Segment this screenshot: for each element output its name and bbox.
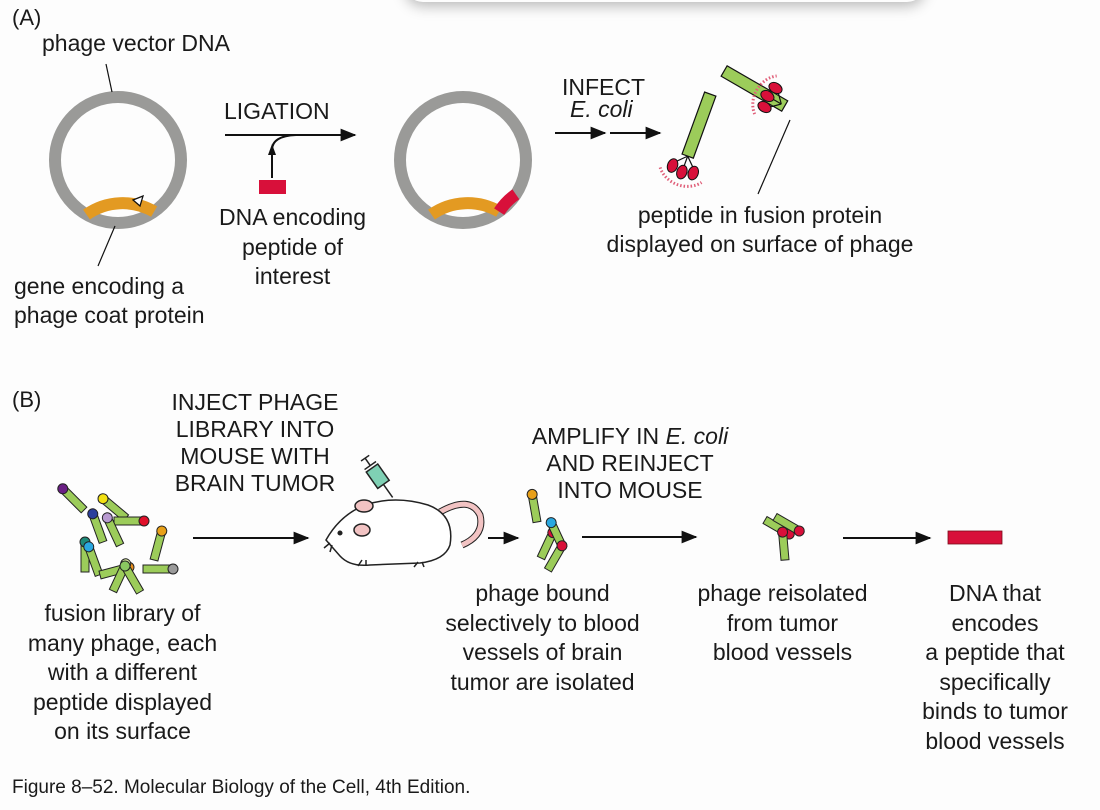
phage-head [97, 493, 109, 505]
figure-caption: Figure 8–52. Molecular Biology of the Ce… [12, 777, 471, 798]
amplify-label-1: AMPLIFY IN E. coli [531, 423, 729, 449]
tumor-binding-dna-block [947, 530, 1003, 545]
phage-head [101, 512, 113, 524]
cap-reiso-line: from tumor [726, 609, 839, 636]
cap-bound-line: vessels of brain [462, 639, 623, 665]
library-phage [57, 483, 88, 514]
cut-site-triangle-icon [131, 194, 145, 208]
coat-gene-segment [428, 197, 503, 220]
inject-label-3: MOUSE WITH [180, 443, 330, 469]
library-phage [87, 508, 108, 545]
insert-join-arrowhead [268, 144, 276, 155]
cap-lib-line: many phage, each [27, 629, 218, 656]
cap-dna-line: binds to tumor [922, 698, 1068, 724]
mouse-tumor-spot [353, 523, 371, 537]
syringe-icon [360, 454, 394, 498]
phage-head [57, 483, 69, 495]
amplify-label-2: AND REINJECT [546, 450, 714, 476]
phage-head [87, 508, 99, 520]
library-phage [97, 493, 130, 522]
mouse-whiskers [323, 542, 333, 553]
panel-a-label: (A) [12, 5, 42, 30]
mouse-with-tumor-illustration [323, 454, 485, 568]
cap-dna-line: blood vessels [925, 727, 1065, 754]
infect-label-2: E. coli [570, 96, 633, 122]
cap-reiso-line: phage reisolated [697, 580, 868, 606]
cap-reiso-line: blood vessels [712, 639, 853, 665]
bound-phage-cluster [526, 488, 568, 573]
cap-lib-line: on its surface [54, 718, 191, 744]
phage-head [83, 541, 95, 553]
display-phage-1 [658, 91, 717, 188]
insert-label-2: peptide of [241, 234, 344, 260]
phage-vector-plasmid [49, 91, 187, 229]
reisolated-phage-cluster [762, 512, 805, 561]
phage-head [526, 488, 538, 500]
bound-phage [543, 540, 568, 573]
coat-gene-label-1: gene encoding a [14, 273, 185, 299]
phage-head [777, 526, 789, 538]
phage-head [556, 540, 568, 552]
inject-label-4: BRAIN TUMOR [174, 470, 336, 496]
cap-dna-line: specifically [939, 668, 1051, 695]
cap-lib-line: fusion library of [44, 600, 201, 626]
library-phage [142, 563, 179, 575]
phage-head [156, 525, 168, 537]
cap-bound-line: phage bound [475, 580, 610, 606]
ligation-label: LIGATION [224, 98, 330, 124]
cap-lib-line: with a different [47, 659, 198, 685]
phage-head [167, 563, 179, 575]
infect-label-1: INFECT [562, 74, 646, 100]
insert-segment [494, 189, 520, 216]
bound-phage [526, 488, 542, 524]
phage-library-cluster [57, 483, 179, 595]
mouse-feet [357, 559, 425, 568]
insert-dna-block [259, 180, 286, 194]
mouse-eye [337, 530, 343, 536]
cap-dna-line: a peptide that [925, 639, 1065, 665]
cap-bound-line: tumor are isolated [450, 668, 635, 695]
insert-label-3: interest [254, 263, 331, 289]
phage-head [138, 515, 150, 527]
amplify-label-3: INTO MOUSE [557, 477, 703, 503]
coat-gene-label-2: phage coat protein [14, 302, 205, 328]
insert-label-1: DNA encoding [218, 204, 367, 230]
library-phage [149, 525, 168, 562]
phage-head [545, 517, 557, 529]
reisolated-phage [777, 526, 790, 561]
coat-gene-leader-line [97, 225, 116, 267]
inject-label-1: INJECT PHAGE [171, 389, 339, 415]
inject-label-2: LIBRARY INTO [175, 416, 335, 442]
mouse-body [325, 499, 452, 567]
recombinant-plasmid [394, 91, 532, 229]
library-phage [113, 515, 150, 527]
library-phage [83, 541, 104, 578]
cap-dna-line: encodes [951, 609, 1039, 636]
cap-lib-line: peptide displayed [32, 688, 213, 715]
cap-bound-line: selectively to blood [445, 609, 640, 636]
window-shadow-edge [405, 0, 925, 2]
display-label-2: displayed on surface of phage [606, 231, 914, 257]
library-phage [119, 560, 145, 595]
vector-label: phage vector DNA [42, 30, 230, 56]
panel-b-label: (B) [12, 387, 42, 412]
display-label-1: peptide in fusion protein [637, 202, 883, 228]
vector-ring [49, 91, 187, 229]
vector-leader-line [105, 63, 113, 93]
insert-join-arrow [271, 134, 297, 178]
display-leader-line [757, 119, 791, 195]
mouse-ear [354, 499, 374, 513]
phage-head [793, 525, 805, 537]
library-phage [101, 512, 125, 548]
display-phage-2 [720, 64, 789, 115]
cap-dna-line: DNA that [948, 580, 1042, 606]
phage-head [119, 560, 131, 572]
coat-gene-segment [83, 197, 158, 220]
